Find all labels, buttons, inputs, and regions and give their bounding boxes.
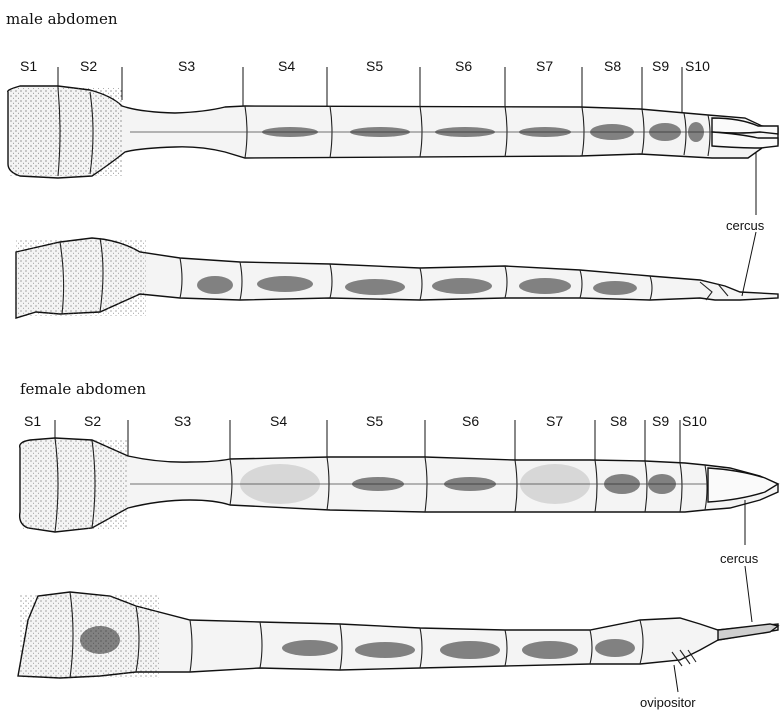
cercus-label: cercus xyxy=(720,551,759,566)
male-section-title: male abdomen xyxy=(6,10,118,28)
female-segment-label: S9 xyxy=(652,413,669,429)
male-segment-label: S2 xyxy=(80,58,97,74)
male-cercus-callout: cercus xyxy=(726,152,765,296)
female-segment-label: S10 xyxy=(682,413,707,429)
cercus-label: cercus xyxy=(726,218,765,233)
male-segment-label: S1 xyxy=(20,58,37,74)
male-segment-label: S10 xyxy=(685,58,710,74)
female-dorsal-view xyxy=(20,438,778,532)
male-segment-label: S5 xyxy=(366,58,383,74)
female-segment-label: S5 xyxy=(366,413,383,429)
male-segment-label: S8 xyxy=(604,58,621,74)
ovipositor-label: ovipositor xyxy=(640,695,696,710)
female-segment-label: S6 xyxy=(462,413,479,429)
female-lateral-view xyxy=(18,592,778,678)
male-segment-label: S4 xyxy=(278,58,295,74)
female-segment-label: S2 xyxy=(84,413,101,429)
female-segment-label: S1 xyxy=(24,413,41,429)
male-dorsal-view xyxy=(8,86,778,178)
male-segment-labels: S1 S2 S3 S4 S5 S6 S7 S8 S9 S10 xyxy=(20,58,710,113)
male-segment-label: S6 xyxy=(455,58,472,74)
male-segment-label: S3 xyxy=(178,58,195,74)
female-segment-label: S8 xyxy=(610,413,627,429)
ovipositor-callout: ovipositor xyxy=(640,665,696,710)
female-cercus-callout: cercus xyxy=(720,500,759,622)
male-lateral-view xyxy=(16,238,778,318)
male-segment-label: S7 xyxy=(536,58,553,74)
male-segment-label: S9 xyxy=(652,58,669,74)
female-segment-label: S3 xyxy=(174,413,191,429)
female-segment-label: S4 xyxy=(270,413,287,429)
female-segment-label: S7 xyxy=(546,413,563,429)
female-section-title: female abdomen xyxy=(20,380,146,398)
